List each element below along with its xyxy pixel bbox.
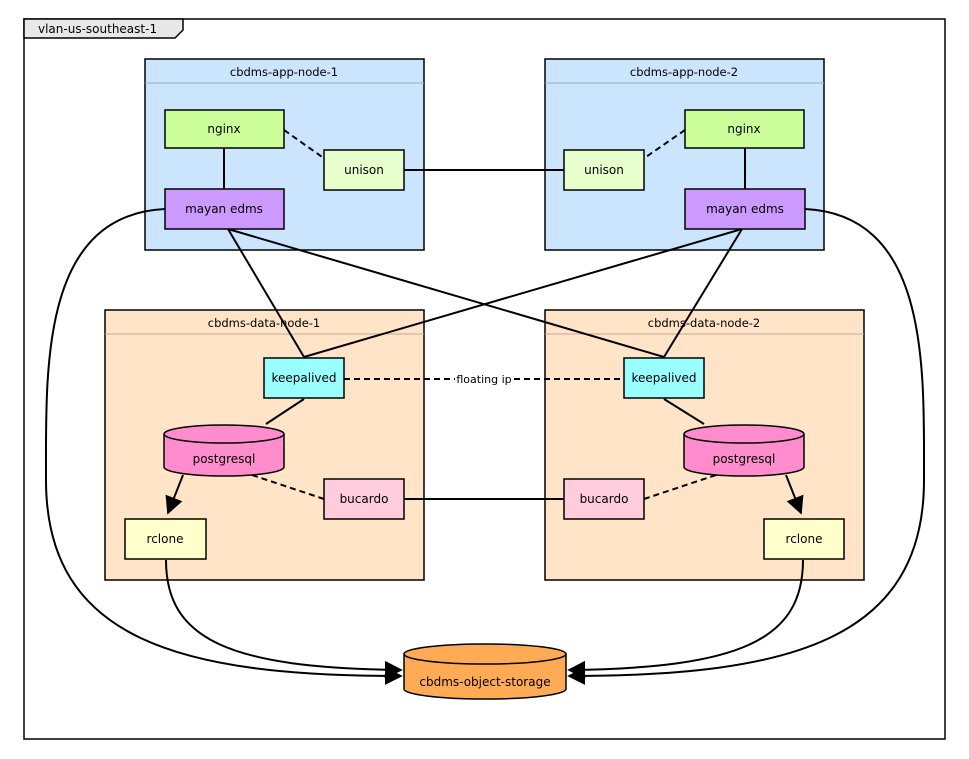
data-node-2-title: cbdms-data-node-2 xyxy=(648,316,760,330)
nginx-2: nginx xyxy=(684,109,805,149)
edge-postgresql1-rclone1 xyxy=(165,474,184,515)
edge-rclone1-storage xyxy=(165,559,403,679)
edge-mayan2-keepalived1 xyxy=(303,228,743,358)
bucardo-1-label: bucardo xyxy=(340,492,389,506)
postgresql-2-cylinder-body xyxy=(683,434,805,477)
edge-postgresql1-bucardo1 xyxy=(251,474,325,500)
keepalived-1-box xyxy=(263,357,345,399)
bucardo-1-box xyxy=(323,478,405,520)
mayan-edms-1-box xyxy=(164,188,285,230)
edge-nginx1-unison1 xyxy=(283,129,326,160)
edge-nginx2-unison2 xyxy=(642,129,686,160)
nginx-2-label: nginx xyxy=(727,122,760,136)
unison-2-box xyxy=(563,149,645,191)
postgresql-2-cylinder-top xyxy=(683,424,805,444)
rclone-1: rclone xyxy=(124,518,207,560)
object-storage: cbdms-object-storage xyxy=(403,643,567,700)
nginx-2-box xyxy=(684,109,805,149)
nginx-1: nginx xyxy=(164,109,285,149)
object-storage-cylinder-top xyxy=(403,643,567,665)
postgresql-1-cylinder-body xyxy=(163,434,285,477)
unison-2: unison xyxy=(563,149,645,191)
bucardo-2-label: bucardo xyxy=(580,492,629,506)
mayan-edms-2-label: mayan edms xyxy=(706,202,784,216)
postgresql-1: postgresql xyxy=(163,424,285,477)
app-node-2-title: cbdms-app-node-2 xyxy=(630,65,738,79)
edge-mayan1-keepalived2 xyxy=(227,228,665,358)
edge-mayan2-storage xyxy=(567,208,926,685)
bucardo-2: bucardo xyxy=(563,478,645,520)
app-node-1-title: cbdms-app-node-1 xyxy=(230,65,338,79)
keepalived-2-box xyxy=(623,357,705,399)
postgresql-1-cylinder-top xyxy=(163,424,285,444)
mayan-edms-2: mayan edms xyxy=(684,188,806,230)
object-storage-cylinder-body xyxy=(403,654,567,700)
keepalived-2: keepalived xyxy=(623,357,705,399)
rclone-1-box xyxy=(124,518,207,560)
nginx-1-box xyxy=(164,109,285,149)
rclone-2: rclone xyxy=(763,518,845,560)
mayan-edms-1-label: mayan edms xyxy=(185,202,263,216)
vlan-label: vlan-us-southeast-1 xyxy=(38,22,157,36)
edge-postgresql2-bucardo2 xyxy=(643,474,717,500)
postgresql-1-label: postgresql xyxy=(193,452,256,466)
data-node-1-title: cbdms-data-node-1 xyxy=(208,316,320,330)
unison-1: unison xyxy=(323,149,405,191)
object-storage-label: cbdms-object-storage xyxy=(419,675,550,689)
vlan-tab xyxy=(23,18,184,39)
keepalived-1: keepalived xyxy=(263,357,345,399)
edge-mayan1-keepalived1 xyxy=(227,228,305,358)
edge-mayan1-storage xyxy=(44,208,403,685)
postgresql-2: postgresql xyxy=(683,424,805,477)
unison-2-label: unison xyxy=(584,163,624,177)
rclone-1-label: rclone xyxy=(147,532,184,546)
mayan-edms-2-box xyxy=(684,188,806,230)
edge-postgresql2-rclone2 xyxy=(785,474,804,515)
floating-ip-label: floating ip xyxy=(455,371,513,387)
bucardo-1: bucardo xyxy=(323,478,405,520)
rclone-2-box xyxy=(763,518,845,560)
edge-keepalived1-postgresql1 xyxy=(265,398,305,425)
postgresql-2-label: postgresql xyxy=(713,452,776,466)
nginx-1-label: nginx xyxy=(207,122,240,136)
unison-1-label: unison xyxy=(344,163,384,177)
unison-1-box xyxy=(323,149,405,191)
edge-mayan2-keepalived2 xyxy=(663,228,743,358)
keepalived-2-label: keepalived xyxy=(631,371,696,385)
edge-rclone2-storage xyxy=(567,559,804,679)
edge-keepalived2-postgresql2 xyxy=(663,398,705,425)
keepalived-1-label: keepalived xyxy=(271,371,336,385)
floating-ip-label-text: floating ip xyxy=(456,373,511,386)
mayan-edms-1: mayan edms xyxy=(164,188,285,230)
bucardo-2-box xyxy=(563,478,645,520)
floating-ip-label-bg xyxy=(455,371,513,387)
rclone-2-label: rclone xyxy=(786,532,823,546)
